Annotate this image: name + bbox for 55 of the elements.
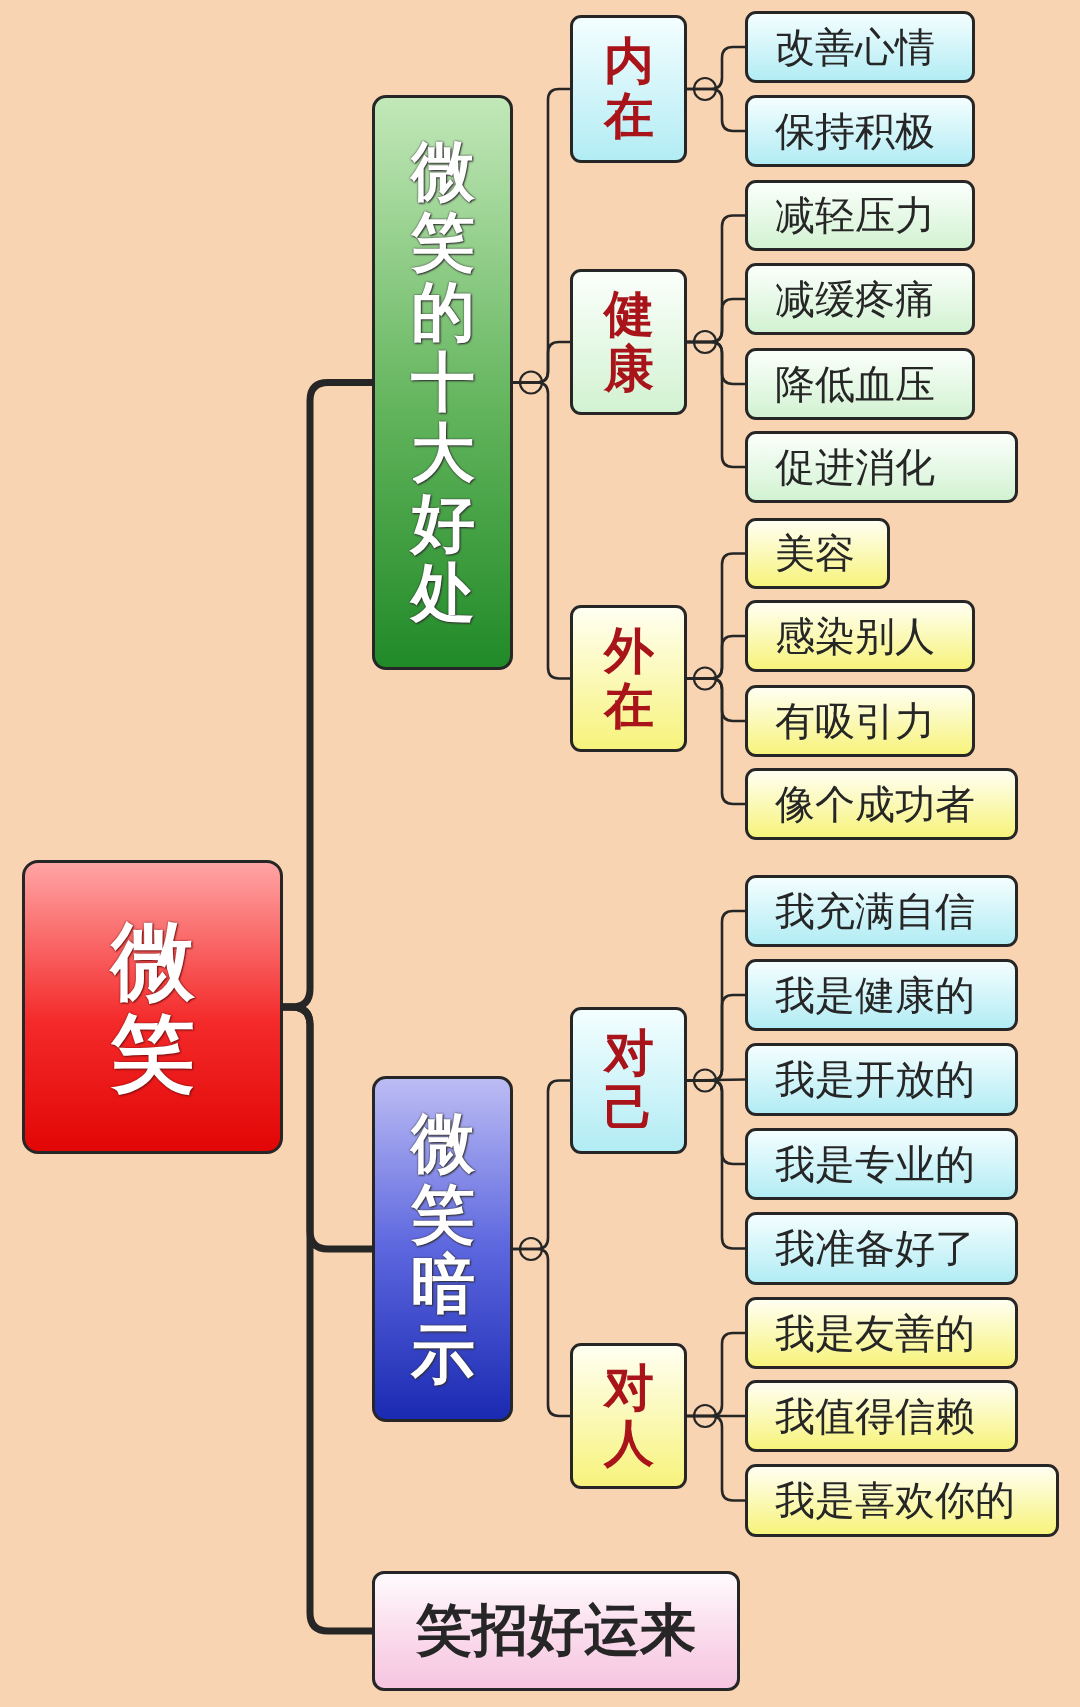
subtopic-box	[570, 1007, 687, 1154]
leaf-topic-box	[745, 1043, 1018, 1116]
topic-label: 我是喜欢你的	[775, 1476, 1015, 1525]
topic-label: 改善心情	[775, 22, 935, 72]
subtopic-box	[570, 15, 687, 163]
topic-label: 我充满自信	[775, 886, 975, 936]
leaf-topic-box	[745, 263, 975, 335]
topic-label: 我是专业的	[775, 1139, 975, 1189]
topic-label: 对人	[603, 1361, 654, 1471]
leaf-topic-box	[745, 600, 975, 672]
topic-label: 有吸引力	[775, 696, 935, 746]
topic-label: 我值得信赖	[775, 1391, 975, 1441]
leaf-topic-box	[745, 768, 1018, 840]
subtopic-box	[570, 1343, 687, 1489]
main-branch-box	[372, 1076, 513, 1422]
topic-label: 像个成功者	[775, 779, 975, 829]
leaf-topic-box	[745, 518, 890, 589]
topic-label: 微笑的十大好处	[410, 136, 475, 629]
leaf-topic-box	[745, 1297, 1018, 1369]
leaf-topic-box	[745, 685, 975, 757]
central-topic-box	[22, 860, 283, 1154]
leaf-topic-box	[745, 1212, 1018, 1285]
topic-label: 美容	[775, 529, 855, 578]
topic-label: 我是友善的	[775, 1308, 975, 1358]
leaf-topic-box	[745, 1380, 1018, 1452]
leaf-topic-box	[745, 348, 975, 420]
leaf-topic-box	[745, 431, 1018, 503]
leaf-topic-box	[745, 1464, 1059, 1537]
main-branch-box	[372, 1571, 740, 1691]
topic-label: 促进消化	[775, 442, 935, 492]
topic-label: 保持积极	[775, 106, 935, 156]
leaf-topic-box	[745, 1128, 1018, 1200]
topic-label: 外在	[603, 623, 654, 734]
main-branch-box	[372, 95, 513, 670]
topic-label: 笑招好运来	[416, 1596, 696, 1664]
subtopic-box	[570, 605, 687, 752]
topic-label: 内在	[603, 34, 654, 144]
topic-label: 健康	[603, 287, 654, 397]
topic-label: 我是健康的	[775, 970, 975, 1020]
leaf-topic-box	[745, 875, 1018, 947]
topic-label: 我是开放的	[775, 1055, 975, 1104]
topic-label: 降低血压	[775, 359, 935, 409]
topic-label: 减缓疼痛	[775, 274, 935, 324]
leaf-topic-box	[745, 180, 975, 251]
leaf-topic-box	[745, 95, 975, 167]
trunk-line	[283, 1003, 372, 1635]
topic-label: 微笑暗示	[410, 1108, 475, 1390]
leaf-topic-box	[745, 959, 1018, 1031]
topic-label: 对己	[603, 1025, 654, 1136]
topic-label: 我准备好了	[775, 1224, 975, 1273]
topic-label: 微笑	[110, 914, 195, 1100]
topic-label: 感染别人	[775, 611, 935, 661]
topic-label: 减轻压力	[775, 191, 935, 240]
leaf-topic-box	[745, 11, 975, 83]
subtopic-box	[570, 269, 687, 415]
